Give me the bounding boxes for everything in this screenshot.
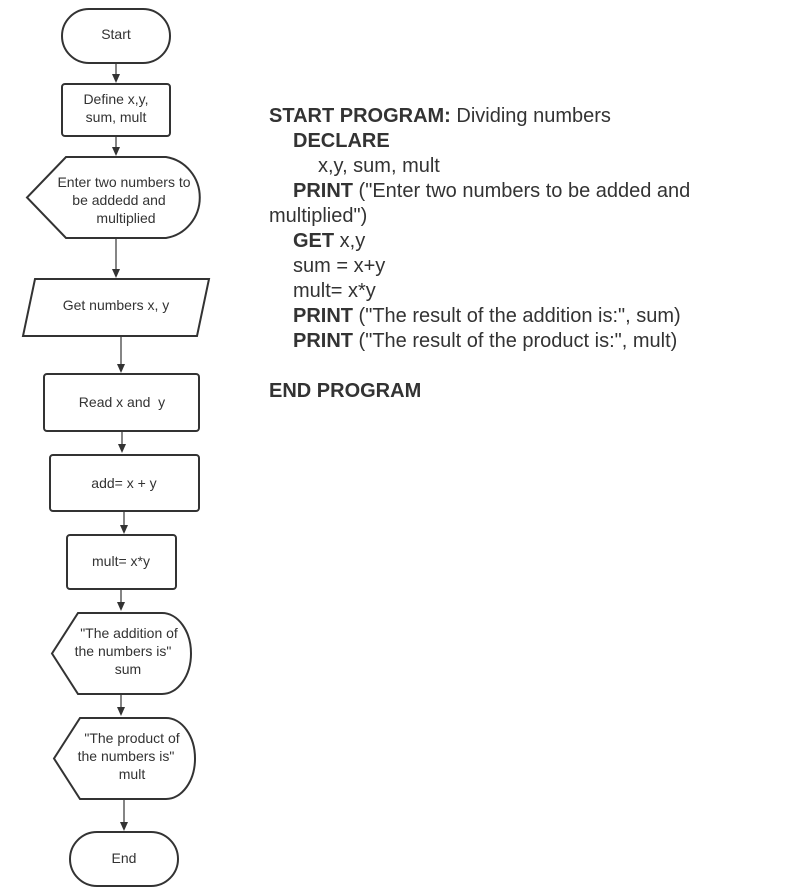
- pseudocode-declare-vars: x,y, sum, mult: [269, 154, 769, 179]
- read-process-shape: [43, 373, 200, 432]
- arrowhead-show-sum: [117, 602, 125, 611]
- add-process-shape: [49, 454, 200, 512]
- connectors: [112, 63, 128, 831]
- read-label: Read x and y: [79, 394, 165, 410]
- declare-keyword: DECLARE: [293, 130, 390, 152]
- print-keyword-1: PRINT: [293, 180, 353, 202]
- arrowhead-show-product: [117, 707, 125, 716]
- mult-label: mult= x*y: [92, 553, 150, 569]
- define-process-shape: [61, 83, 171, 137]
- print-product-text: ("The result of the product is:", mult): [353, 330, 678, 352]
- print-sum-text: ("The result of the addition is:", sum): [353, 305, 681, 327]
- pseudocode-print-prompt-continuation: multiplied"): [269, 204, 769, 229]
- arrowhead-read: [117, 364, 125, 373]
- show-sum-line-2: the numbers is": [75, 643, 172, 659]
- show-sum-display-shape: [50, 612, 192, 695]
- mult-process-shape: [66, 534, 177, 590]
- show-product-line-2: the numbers is": [78, 748, 175, 764]
- node-add: add= x + y: [49, 454, 200, 512]
- print-keyword-3: PRINT: [293, 330, 353, 352]
- start-label: Start: [101, 26, 131, 42]
- pseudocode-declare-line: DECLARE: [269, 129, 769, 154]
- pseudocode-blank-line: [269, 354, 769, 379]
- show-product-line-3: mult: [119, 766, 146, 782]
- pseudocode-block: START PROGRAM: Dividing numbers DECLARE …: [269, 104, 769, 404]
- pseudocode-mult-line: mult= x*y: [269, 279, 769, 304]
- declared-variables: x,y, sum, mult: [318, 155, 440, 177]
- start-program-keyword: START PROGRAM:: [269, 105, 451, 127]
- arrowhead-prompt: [112, 147, 120, 156]
- show-sum-line-3: sum: [115, 661, 141, 677]
- arrowhead-get: [112, 269, 120, 278]
- define-label-line-1: Define x,y,: [83, 91, 148, 107]
- print-prompt-text: ("Enter two numbers to be added and: [353, 180, 691, 202]
- prompt-label-line-2: be addedd and: [72, 192, 165, 208]
- define-label-line-2: sum, mult: [86, 109, 147, 125]
- pseudocode-print-product-line: PRINT ("The result of the product is:", …: [269, 329, 769, 354]
- arrowhead-define: [112, 74, 120, 83]
- end-label: End: [112, 850, 137, 866]
- get-variables: x,y: [334, 230, 366, 252]
- pseudocode-end-line: END PROGRAM: [269, 379, 769, 404]
- pseudocode-print-prompt-line: PRINT ("Enter two numbers to be added an…: [269, 179, 769, 204]
- print-keyword-2: PRINT: [293, 305, 353, 327]
- get-keyword: GET: [293, 230, 335, 252]
- prompt-label-line-1: Enter two numbers to: [57, 174, 190, 190]
- node-show-sum: "The addition of the numbers is" sum: [50, 612, 192, 695]
- show-sum-line-1: "The addition of: [80, 625, 178, 641]
- arrowhead-add: [118, 444, 126, 453]
- sum-assignment: sum = x+y: [293, 255, 386, 277]
- get-label: Get numbers x, y: [63, 297, 170, 313]
- node-start: Start: [61, 8, 171, 64]
- pseudocode-print-sum-line: PRINT ("The result of the addition is:",…: [269, 304, 769, 329]
- show-product-display-shape: [52, 717, 196, 800]
- node-show-product: "The product of the numbers is" mult: [52, 717, 196, 800]
- end-program-keyword: END PROGRAM: [269, 380, 422, 402]
- arrowhead-mult: [120, 525, 128, 534]
- prompt-display-shape: [25, 156, 201, 239]
- get-input-shape: [21, 278, 211, 337]
- print-prompt-continuation-text: multiplied"): [269, 205, 368, 227]
- end-terminator-shape: [69, 831, 179, 887]
- mult-assignment: mult= x*y: [293, 280, 376, 302]
- prompt-label-line-3: multiplied: [96, 210, 155, 226]
- pseudocode-sum-line: sum = x+y: [269, 254, 769, 279]
- node-define: Define x,y, sum, mult: [61, 83, 171, 137]
- show-product-line-1: "The product of: [84, 730, 179, 746]
- start-terminator-shape: [61, 8, 171, 64]
- pseudocode-get-line: GET x,y: [269, 229, 769, 254]
- node-get: Get numbers x, y: [21, 278, 211, 337]
- node-read: Read x and y: [43, 373, 200, 432]
- flowchart: Start Define x,y, sum, mult Enter two nu…: [21, 8, 211, 887]
- pseudocode-start-line: START PROGRAM: Dividing numbers: [269, 104, 769, 129]
- add-label: add= x + y: [91, 475, 156, 491]
- program-title: Dividing numbers: [450, 105, 611, 127]
- node-end: End: [69, 831, 179, 887]
- node-prompt: Enter two numbers to be addedd and multi…: [25, 156, 201, 239]
- arrowhead-end: [120, 822, 128, 831]
- node-mult: mult= x*y: [66, 534, 177, 590]
